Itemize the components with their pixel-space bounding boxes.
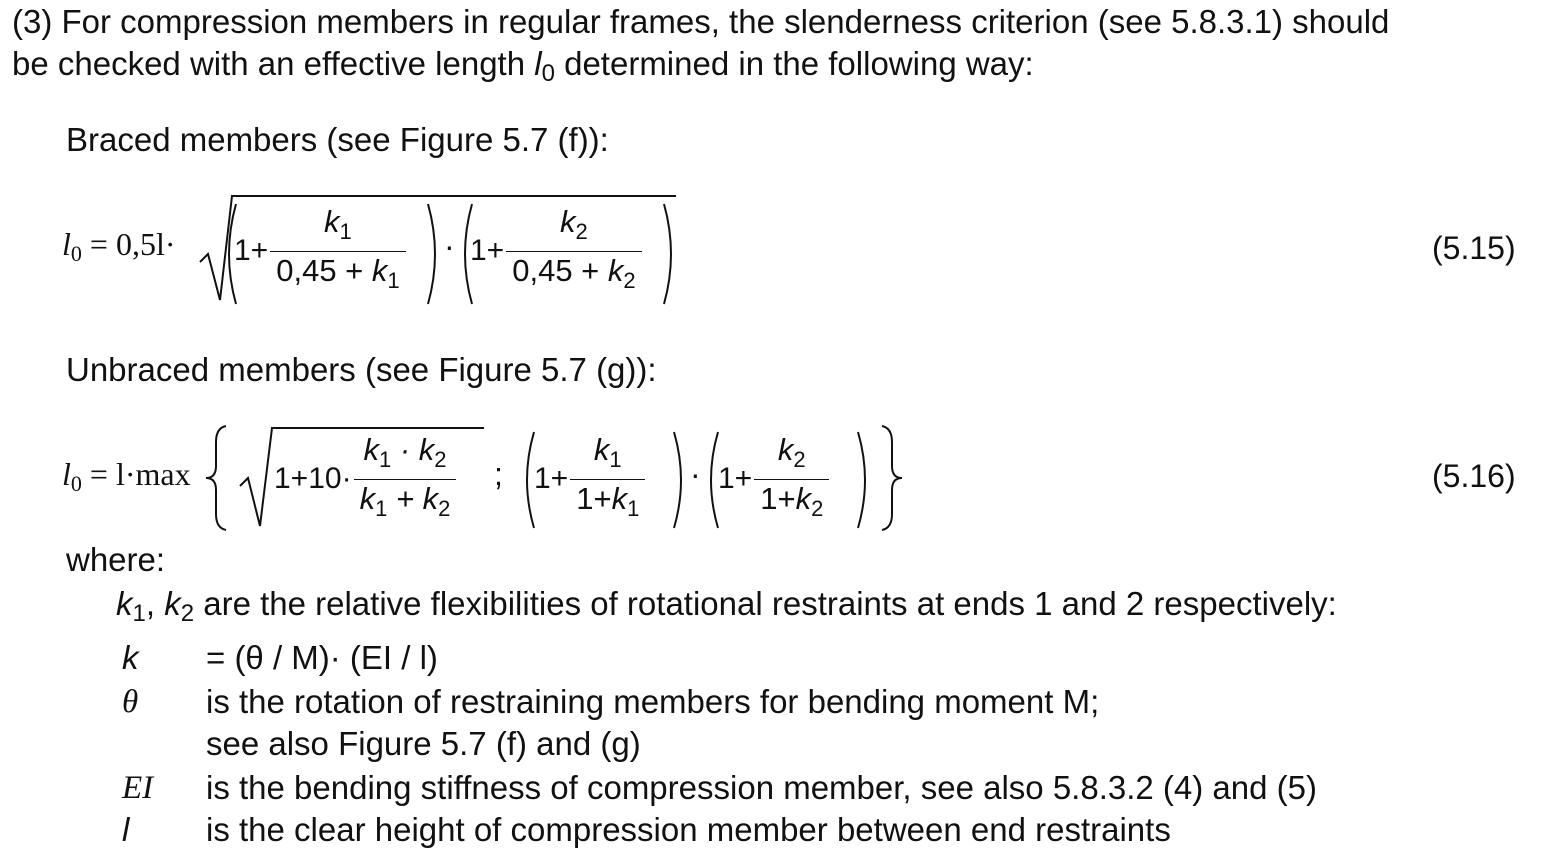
eq516-radical: [239, 427, 484, 527]
eq516-paren-close-1: [673, 431, 682, 529]
eq516-lhs: l0 = l·max: [62, 456, 191, 496]
equation-number-5-15: (5.15): [1432, 230, 1516, 266]
equation-5-15: l0 = 0,5l· 1+ k1 0,45 + k1 · 1+ k2 0,45 …: [62, 192, 702, 312]
def-symbol-ei: EI: [122, 770, 154, 806]
def-text-theta: is the rotation of restraining members f…: [206, 683, 1100, 720]
eq515-paren-close-2: [663, 203, 672, 305]
eq515-dot: ·: [444, 228, 455, 264]
eq515-radical: [199, 195, 676, 301]
intro-line-2: be checked with an effective length l0 d…: [12, 45, 1034, 87]
unbraced-heading: Unbraced members (see Figure 5.7 (g)):: [66, 351, 657, 388]
def-symbol-k: k: [122, 639, 139, 676]
def-text-k: = (θ / M)· (EI / l): [206, 639, 438, 676]
intro-line-1: (3) For compression members in regular f…: [12, 3, 1390, 40]
eq516-term-1: 1+ k1 1+k1: [534, 432, 647, 524]
eq515-paren-open-1: [228, 203, 237, 305]
eq516-dot: ·: [690, 456, 701, 492]
braced-heading: Braced members (see Figure 5.7 (f)):: [66, 121, 609, 158]
eq516-sqrt-content: 1+10· k1 · k2 k1 + k2: [274, 432, 458, 524]
where-label: where:: [66, 541, 166, 578]
eq515-term-1: 1+ k1 0,45 + k1: [234, 204, 408, 296]
eq516-semicolon: ;: [494, 456, 503, 492]
def-symbol-l: l: [122, 811, 130, 848]
equation-number-5-16: (5.16): [1432, 458, 1516, 494]
eq516-paren-open-2: [710, 431, 719, 529]
eq516-brace-open: [205, 425, 227, 531]
equation-5-16: l0 = l·max 1+10· k1 · k2 k1 + k2 ; 1+ k1…: [62, 420, 922, 540]
def-text-ei: is the bending stiffness of compression …: [206, 769, 1317, 806]
eq515-paren-close-1: [427, 203, 436, 305]
eq516-term-2: 1+ k2 1+k2: [718, 432, 831, 524]
effective-length-symbol: l: [534, 45, 542, 82]
eq516-paren-open-1: [526, 431, 535, 529]
eq515-lhs: l0 = 0,5l·: [62, 226, 176, 266]
def-text-l: is the clear height of compression membe…: [206, 811, 1171, 848]
eq515-term-2: 1+ k2 0,45 + k2: [470, 204, 644, 296]
where-k1-k2-line: k1, k2 are the relative flexibilities of…: [116, 585, 1337, 627]
eq515-paren-open-2: [464, 203, 473, 305]
eq516-paren-close-2: [857, 431, 866, 529]
def-symbol-theta: θ: [122, 684, 139, 720]
def-text-theta-continued: see also Figure 5.7 (f) and (g): [206, 725, 641, 762]
eq516-brace-close: [881, 425, 903, 531]
